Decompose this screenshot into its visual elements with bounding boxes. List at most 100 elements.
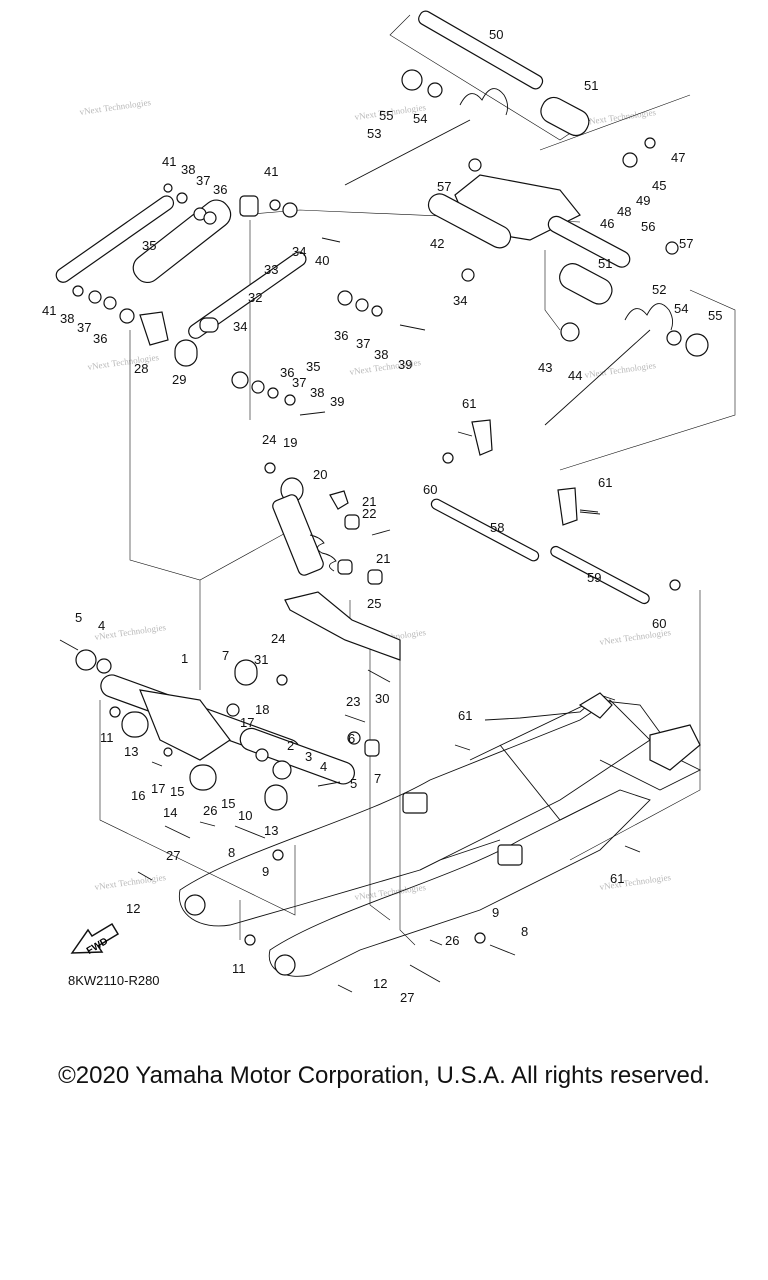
front-arm-assembly [59, 511, 641, 993]
callout-5: 5 [75, 610, 82, 625]
watermark-text: vNext Technologies [584, 360, 657, 380]
callout-41: 41 [264, 164, 278, 179]
callout-24: 24 [262, 432, 276, 447]
callout-51: 51 [584, 78, 598, 93]
callout-19: 19 [283, 435, 297, 450]
callout-15: 15 [170, 784, 184, 799]
callout-9: 9 [262, 864, 269, 879]
copyright-notice: ©2020 Yamaha Motor Corporation, U.S.A. A… [58, 1062, 710, 1089]
callout-27: 27 [400, 990, 414, 1005]
upper-arm-assembly [344, 10, 709, 426]
watermark-text: vNext Technologies [79, 97, 152, 117]
callout-30: 30 [375, 691, 389, 706]
rear-suspension-exploded-diagram: vNext Technologies vNext Technologies vNex… [42, 10, 736, 1005]
callout-39: 39 [398, 357, 412, 372]
callout-36: 36 [213, 182, 227, 197]
callout-58: 58 [490, 520, 504, 535]
callout-9: 9 [492, 905, 499, 920]
callout-34: 34 [233, 319, 247, 334]
callout-13: 13 [264, 823, 278, 838]
callout-37: 37 [356, 336, 370, 351]
callout-38: 38 [310, 385, 324, 400]
shock-absorber [264, 462, 391, 585]
callout-8: 8 [521, 924, 528, 939]
callout-34: 34 [292, 244, 306, 259]
callout-36: 36 [334, 328, 348, 343]
link-rod-assembly [55, 183, 426, 416]
watermark-text: vNext Technologies [354, 882, 427, 902]
callout-1: 1 [181, 651, 188, 666]
callout-16: 16 [131, 788, 145, 803]
callout-20: 20 [313, 467, 327, 482]
callout-26: 26 [445, 933, 459, 948]
callout-59: 59 [587, 570, 601, 585]
callout-37: 37 [196, 173, 210, 188]
callout-54: 54 [413, 111, 427, 126]
callout-46: 46 [600, 216, 614, 231]
fwd-direction-arrow: FWD [70, 922, 120, 957]
callout-57: 57 [437, 179, 451, 194]
callout-35: 35 [306, 359, 320, 374]
callout-18: 18 [255, 702, 269, 717]
callout-35: 35 [142, 238, 156, 253]
callout-14: 14 [163, 805, 177, 820]
callout-12: 12 [126, 901, 140, 916]
callout-48: 48 [617, 204, 631, 219]
callout-26: 26 [203, 803, 217, 818]
callout-17: 17 [240, 715, 254, 730]
callout-55: 55 [708, 308, 722, 323]
callout-38: 38 [374, 347, 388, 362]
callout-7: 7 [374, 771, 381, 786]
callout-61: 61 [610, 871, 624, 886]
drawing-code: 8KW2110-R280 [68, 973, 160, 988]
callout-41: 41 [162, 154, 176, 169]
slide-rail-frame [178, 692, 702, 977]
callout-40: 40 [315, 253, 329, 268]
callout-53: 53 [367, 126, 381, 141]
callout-42: 42 [430, 236, 444, 251]
callout-36: 36 [280, 365, 294, 380]
callout-21: 21 [376, 551, 390, 566]
watermark-text: vNext Technologies [584, 107, 657, 127]
callout-31: 31 [254, 652, 268, 667]
callout-43: 43 [538, 360, 552, 375]
callout-50: 50 [489, 27, 503, 42]
callout-54: 54 [674, 301, 688, 316]
callout-3: 3 [305, 749, 312, 764]
callout-7: 7 [222, 648, 229, 663]
rear-arm-assembly [430, 419, 681, 605]
callout-8: 8 [228, 845, 235, 860]
callout-60: 60 [652, 616, 666, 631]
callout-6: 6 [348, 731, 355, 746]
callout-10: 10 [238, 808, 252, 823]
callout-17: 17 [151, 781, 165, 796]
callout-37: 37 [292, 375, 306, 390]
callout-61: 61 [598, 475, 612, 490]
callout-28: 28 [134, 361, 148, 376]
callout-39: 39 [330, 394, 344, 409]
callout-4: 4 [98, 618, 105, 633]
callout-52: 52 [652, 282, 666, 297]
callout-44: 44 [568, 368, 582, 383]
callout-60: 60 [423, 482, 437, 497]
callout-49: 49 [636, 193, 650, 208]
callout-57: 57 [679, 236, 693, 251]
callout-13: 13 [124, 744, 138, 759]
callout-24: 24 [271, 631, 285, 646]
callout-11: 11 [100, 730, 114, 745]
callout-32: 32 [248, 290, 262, 305]
callout-5: 5 [350, 776, 357, 791]
callout-15: 15 [221, 796, 235, 811]
watermark-text: vNext Technologies [87, 352, 160, 372]
callout-38: 38 [60, 311, 74, 326]
callout-22: 22 [362, 506, 376, 521]
callout-4: 4 [320, 759, 327, 774]
callout-33: 33 [264, 262, 278, 277]
callout-41: 41 [42, 303, 56, 318]
callout-37: 37 [77, 320, 91, 335]
callout-29: 29 [172, 372, 186, 387]
callout-47: 47 [671, 150, 685, 165]
callout-2: 2 [287, 738, 294, 753]
watermark-text: vNext Technologies [94, 872, 167, 892]
